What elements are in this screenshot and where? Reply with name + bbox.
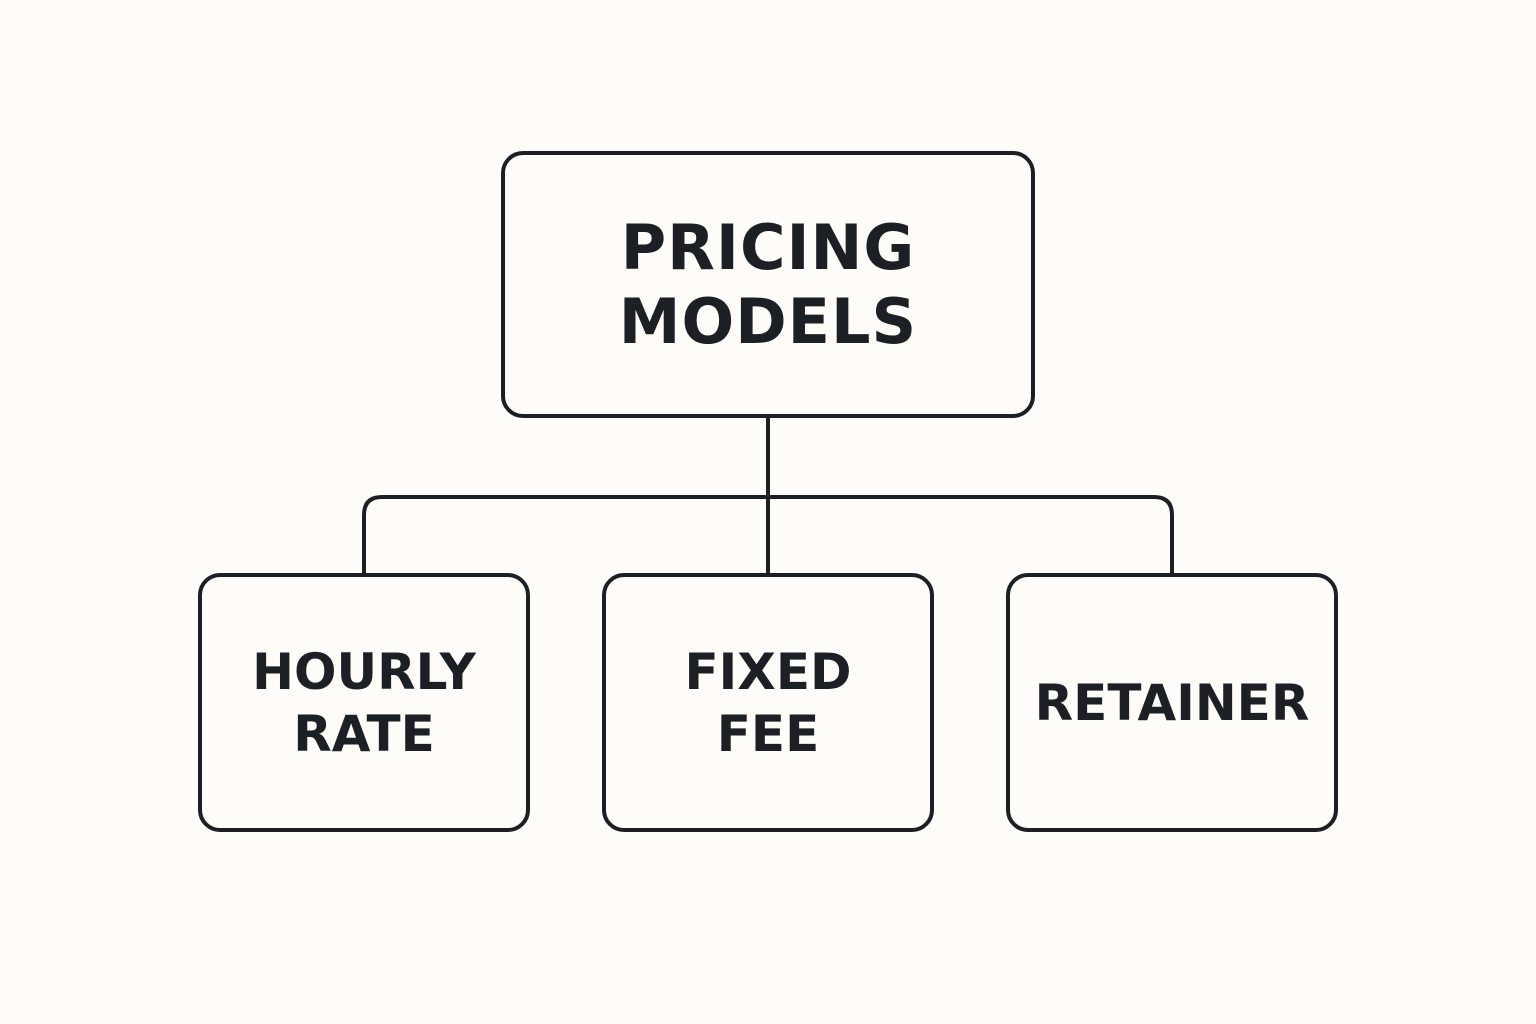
- root-label-line-1: PRICING: [620, 210, 916, 284]
- fixed-fee-label-line-2: FEE: [716, 704, 820, 763]
- child-node-hourly-rate: HOURLY RATE: [198, 573, 530, 832]
- hourly-rate-label-line-1: HOURLY: [252, 642, 476, 701]
- child-node-retainer: RETAINER: [1006, 573, 1338, 832]
- fixed-fee-label-line-1: FIXED: [684, 642, 852, 701]
- child-node-fixed-fee: FIXED FEE: [602, 573, 934, 832]
- root-label-line-2: MODELS: [618, 284, 918, 358]
- root-node-pricing-models: PRICING MODELS: [501, 151, 1035, 418]
- hourly-rate-label-line-2: RATE: [293, 704, 435, 763]
- retainer-label: RETAINER: [1034, 673, 1310, 732]
